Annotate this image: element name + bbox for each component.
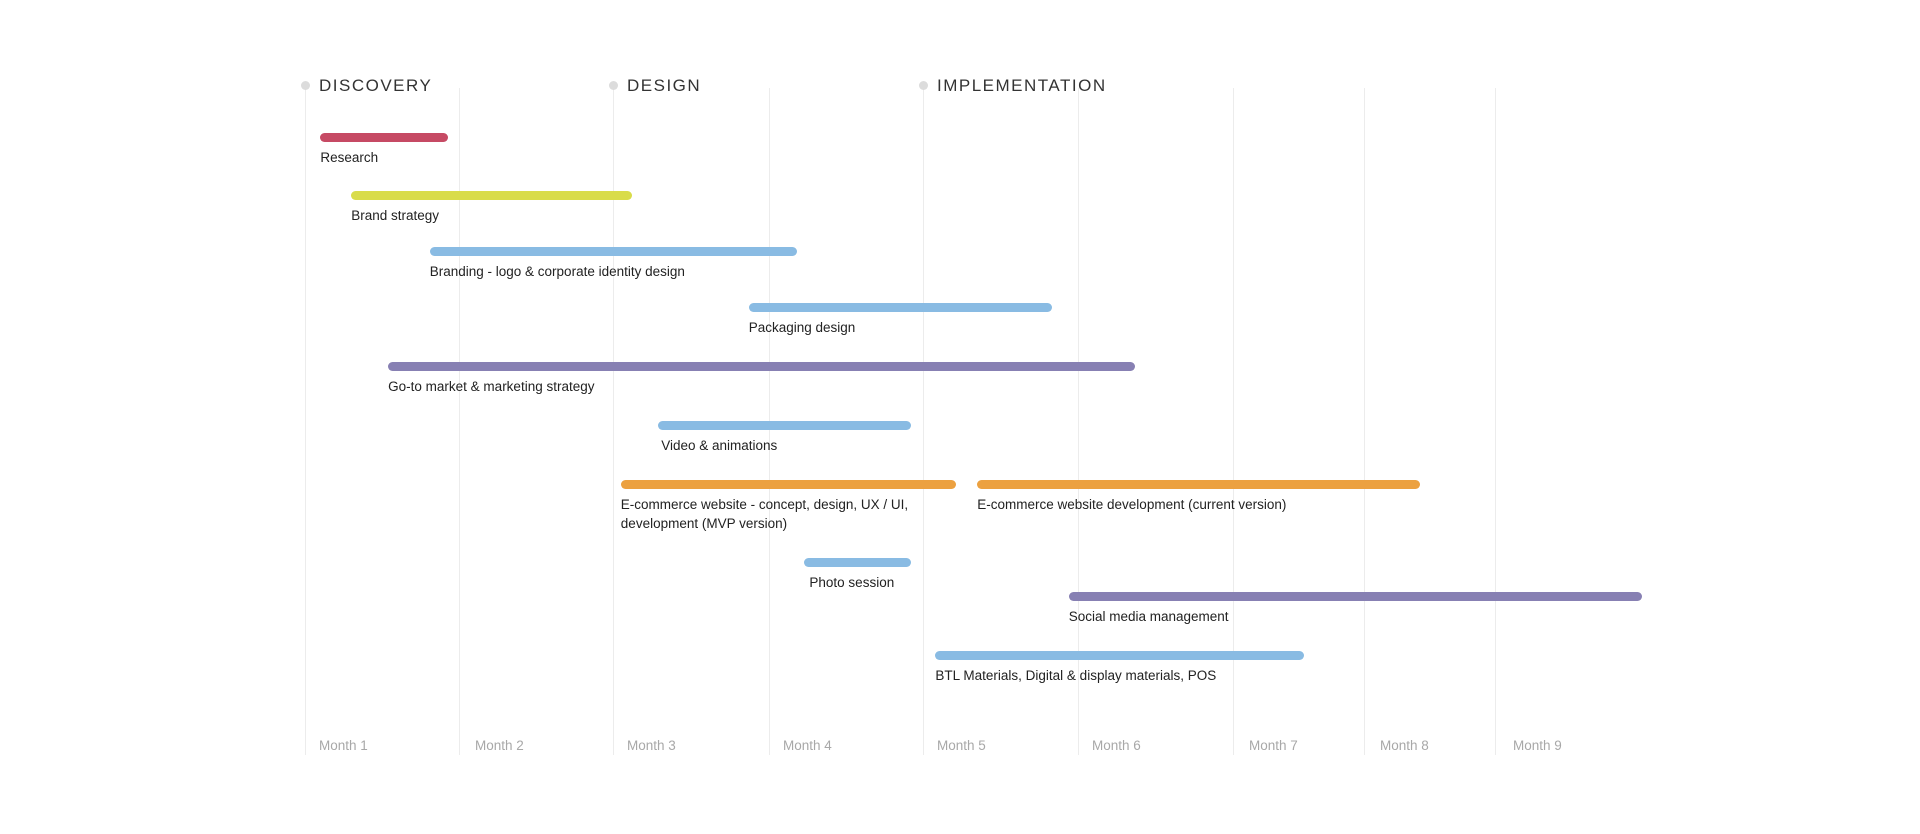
task-label: Packaging design xyxy=(749,318,856,337)
task-label-line: Research xyxy=(320,150,379,165)
task-label-line: Photo session xyxy=(809,575,895,590)
task-label: Research xyxy=(320,148,378,167)
task-label: Go-to market & marketing strategy xyxy=(388,377,594,396)
month-tick-label: Month 2 xyxy=(475,738,524,753)
task-label-line: development (MVP version) xyxy=(620,516,788,531)
month-tick-label: Month 5 xyxy=(937,738,986,753)
task-bar xyxy=(804,558,911,567)
phase-marker-icon xyxy=(919,81,928,90)
month-tick-label: Month 6 xyxy=(1092,738,1141,753)
month-tick-label: Month 4 xyxy=(783,738,832,753)
gridline xyxy=(305,88,306,755)
gridline xyxy=(459,88,460,755)
task-bar xyxy=(977,480,1421,489)
task-bar xyxy=(620,480,956,489)
month-tick-label: Month 9 xyxy=(1513,738,1562,753)
gridline xyxy=(613,88,614,755)
month-tick-label: Month 8 xyxy=(1380,738,1429,753)
task-label: E-commerce website - concept, design, UX… xyxy=(621,495,908,533)
gridline xyxy=(1078,88,1079,755)
phase-label: IMPLEMENTATION xyxy=(937,76,1107,95)
task-label-line: Go-to market & marketing strategy xyxy=(388,379,595,394)
task-bar xyxy=(320,133,449,142)
task-bar xyxy=(429,247,797,256)
task-label: BTL Materials, Digital & display materia… xyxy=(935,666,1216,685)
task-label-line: Brand strategy xyxy=(351,208,439,223)
phase-marker-icon xyxy=(301,81,310,90)
task-bar xyxy=(748,303,1052,312)
task-label: Brand strategy xyxy=(351,206,439,225)
gridline xyxy=(1364,88,1365,755)
phase-label: DESIGN xyxy=(627,76,702,95)
task-label: Video & animations xyxy=(661,436,777,455)
task-bar xyxy=(935,651,1304,660)
task-bar xyxy=(351,191,632,200)
gridline xyxy=(1233,88,1234,755)
month-tick-label: Month 3 xyxy=(627,738,676,753)
task-bar xyxy=(388,362,1136,371)
task-label-line: E-commerce website development (current … xyxy=(977,497,1287,512)
task-label-line: Video & animations xyxy=(661,438,778,453)
task-label: Social media management xyxy=(1069,607,1229,626)
task-label-line: Branding - logo & corporate identity des… xyxy=(429,264,685,279)
task-label-line: Packaging design xyxy=(748,320,856,335)
task-label: Photo session xyxy=(809,573,894,592)
task-bar xyxy=(658,421,911,430)
phase-marker-icon xyxy=(609,81,618,90)
gridline xyxy=(923,88,924,755)
phase-label: DISCOVERY xyxy=(319,76,433,95)
task-label-line: E-commerce website - concept, design, UX… xyxy=(620,497,909,512)
month-tick-label: Month 1 xyxy=(319,738,368,753)
task-label: E-commerce website development (current … xyxy=(977,495,1286,514)
task-label-line: BTL Materials, Digital & display materia… xyxy=(935,668,1217,683)
task-label-line: Social media management xyxy=(1068,609,1229,624)
month-tick-label: Month 7 xyxy=(1249,738,1298,753)
gridline xyxy=(1495,88,1496,755)
task-bar xyxy=(1068,592,1643,601)
task-label: Branding - logo & corporate identity des… xyxy=(430,262,685,281)
